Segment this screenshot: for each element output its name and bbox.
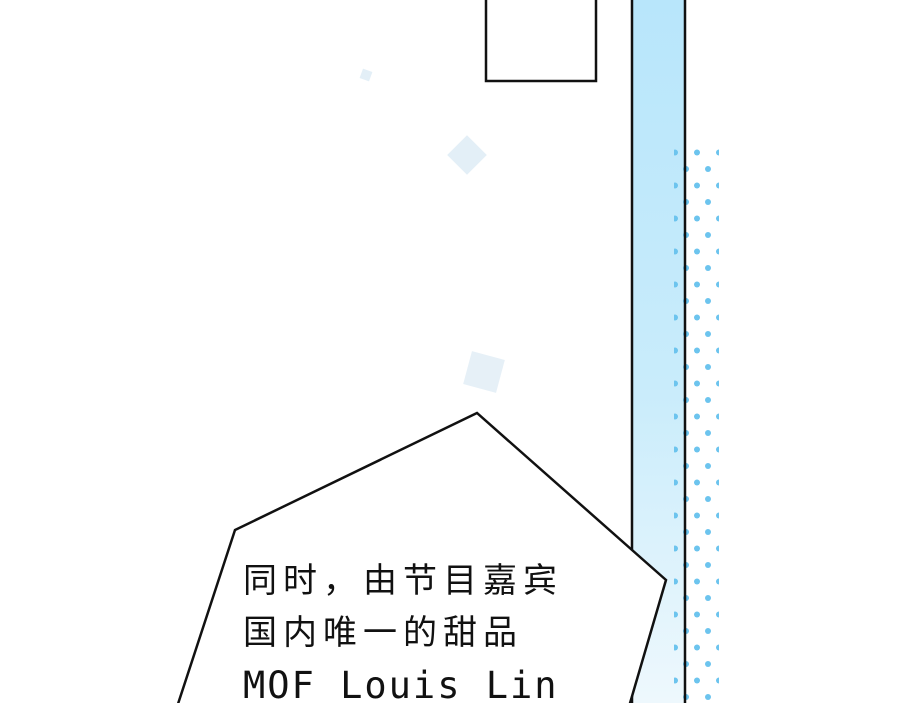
diamond-sparkle: [359, 68, 373, 82]
diamond-sparkle: [463, 351, 505, 393]
diamond-sparkle: [447, 135, 487, 175]
dot-screentone: [674, 145, 719, 703]
caption-line: MOF Louis Lin: [243, 664, 559, 703]
window-frame: [484, 0, 598, 83]
caption-line: 国内唯一的甜品: [243, 613, 523, 653]
caption-line: 同时，由节目嘉宾: [243, 561, 563, 601]
speech-bubble: [176, 411, 668, 703]
caption-text: 同时，由节目嘉宾 国内唯一的甜品 MOF Louis Lin: [243, 555, 563, 703]
